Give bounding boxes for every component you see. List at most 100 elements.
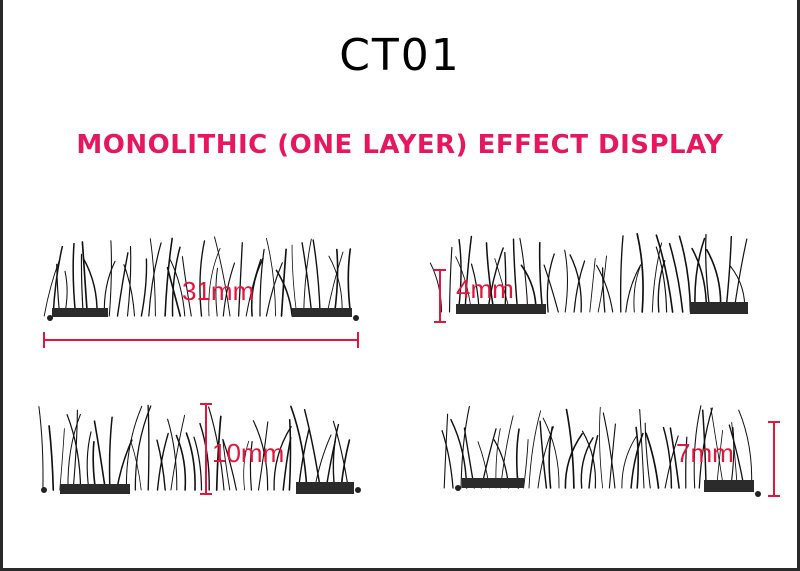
lash-strand	[259, 248, 265, 317]
lash-strand	[608, 423, 616, 489]
lash-strand	[126, 246, 132, 317]
lash-strand	[249, 441, 253, 491]
measure-label-31mm: 31mm	[182, 276, 255, 306]
lash-strand	[215, 267, 218, 317]
lash-strand	[164, 237, 173, 317]
lash-panel-bottom-left: 10mm	[30, 398, 375, 508]
lash-strand	[645, 432, 660, 489]
lash-strand	[693, 405, 702, 489]
lash-strand	[193, 436, 203, 491]
lash-strand	[601, 267, 606, 313]
lash-strand	[564, 433, 583, 489]
lash-strand	[116, 252, 129, 317]
lash-strand	[149, 238, 156, 317]
lash-strand	[250, 257, 264, 317]
lash-strand	[208, 406, 225, 491]
lash-strand	[523, 439, 529, 489]
lash-strand	[668, 242, 684, 313]
lash-strand	[252, 420, 269, 491]
lash-strand	[280, 248, 287, 317]
lash-strand	[725, 235, 733, 313]
lash-strand	[67, 413, 81, 491]
lash-strand	[275, 269, 293, 317]
lash-strand	[569, 254, 582, 313]
lash-strand	[148, 242, 162, 317]
lash-strand	[237, 242, 243, 317]
lash-strand	[108, 240, 112, 317]
lash-strand	[543, 264, 559, 313]
lash-strand	[199, 422, 210, 491]
lash-strand	[273, 425, 292, 491]
lash-strand	[185, 432, 196, 491]
lash-strand	[92, 440, 97, 491]
lash-strand	[542, 417, 560, 489]
lash-strand	[662, 426, 673, 489]
lash-strand	[512, 238, 519, 313]
lash-strand	[633, 266, 641, 313]
lash-strand	[546, 253, 555, 313]
lash-strand	[140, 258, 148, 317]
lash-strand	[441, 430, 454, 489]
lash-strand	[48, 425, 55, 491]
lash-strand	[596, 264, 614, 313]
lash-strand	[222, 439, 231, 491]
lash-strand	[619, 235, 624, 313]
measure-label-7mm: 7mm	[676, 438, 734, 468]
lash-strand	[573, 260, 586, 313]
lash-strand	[265, 262, 283, 317]
lash-strand	[108, 416, 113, 491]
lash-strand	[539, 420, 548, 489]
lash-strand	[589, 258, 596, 313]
lash-strand	[443, 413, 449, 489]
lash-panel-top-right: 4mm	[428, 222, 773, 332]
frame-border-bottom	[0, 568, 800, 571]
lash-strand	[548, 426, 554, 489]
lash-strand	[602, 412, 616, 489]
lash-strand	[528, 410, 542, 489]
lash-strand	[636, 233, 644, 313]
lash-strand	[38, 406, 44, 491]
lash-strand	[565, 408, 575, 489]
lash-strand	[448, 246, 453, 313]
lash-strand	[685, 436, 688, 489]
lash-strand	[655, 234, 674, 313]
lash-strand	[644, 422, 651, 489]
lash-strand	[460, 405, 470, 489]
lash-strand	[72, 242, 77, 317]
lash-strand	[93, 420, 107, 491]
lash-strand	[698, 407, 713, 489]
lash-image-10mm	[38, 403, 361, 495]
lash-strand	[639, 408, 645, 489]
lash-strand	[347, 248, 352, 317]
lash-strand	[171, 246, 181, 317]
lash-strand	[429, 262, 442, 313]
lash-strand	[166, 266, 182, 317]
lash-image-7mm	[441, 405, 780, 497]
measure-label-10mm: 10mm	[212, 438, 285, 468]
lash-strand	[222, 438, 237, 491]
lash-strand	[265, 237, 277, 317]
lash-strand	[175, 434, 187, 491]
lash-image-31mm	[43, 236, 359, 348]
lash-strand	[313, 434, 332, 491]
lash-strand	[710, 407, 725, 489]
lash-strand	[635, 426, 640, 489]
lash-strand	[581, 430, 597, 489]
lash-strand	[130, 440, 142, 491]
lash-strand	[621, 436, 637, 489]
lash-strand	[181, 256, 192, 317]
lash-strand	[288, 419, 292, 491]
lash-strand	[580, 437, 594, 489]
page-subtitle: MONOLITHIC (ONE LAYER) EFFECT DISPLAY	[76, 130, 724, 160]
lash-strand	[208, 247, 221, 317]
lash-strand	[588, 434, 599, 489]
lash-strand	[738, 409, 753, 489]
page-title: CT01	[339, 30, 461, 81]
lash-strand	[657, 260, 666, 313]
lash-strand	[290, 405, 308, 491]
lash-strand	[257, 421, 269, 491]
lash-strand	[243, 440, 250, 491]
lash-strand	[170, 414, 186, 491]
lash-strand	[669, 427, 680, 489]
lash-strand	[214, 236, 231, 317]
